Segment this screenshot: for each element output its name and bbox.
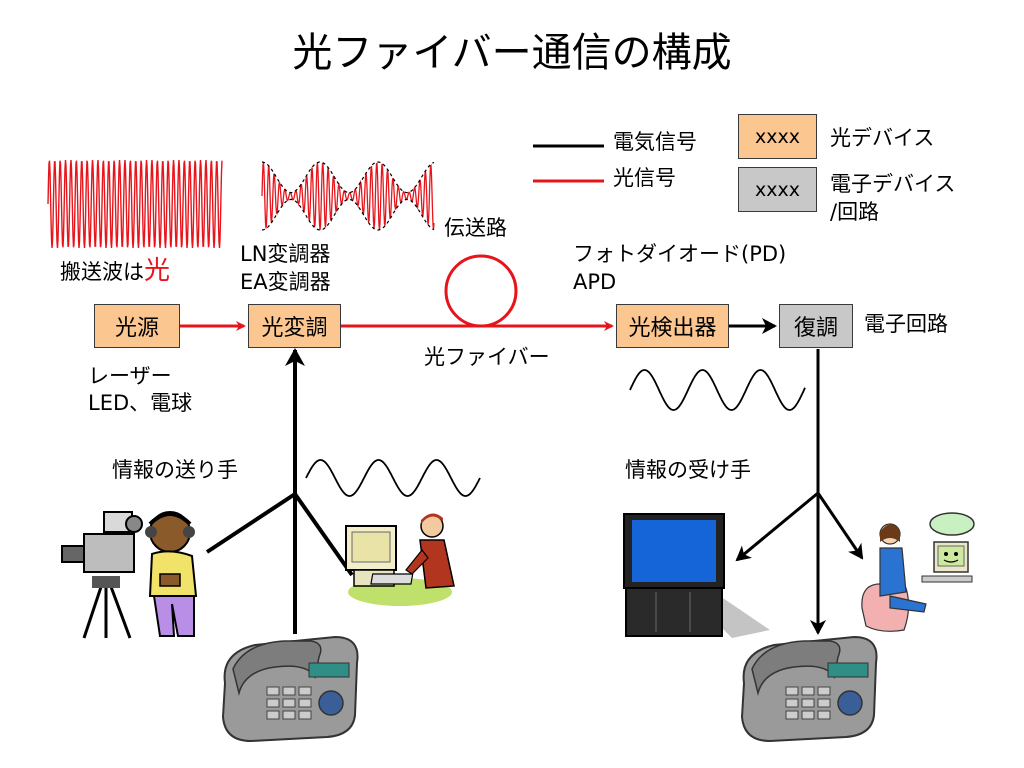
receiver-pc-branch	[816, 492, 864, 560]
telephone-receiver-icon	[740, 635, 878, 743]
legend-electronic-device-swatch: xxxx	[738, 167, 817, 212]
legend-optical-device-label: 光デバイス	[830, 126, 935, 150]
modulated-envelope-top	[261, 161, 435, 194]
legend-optical-label: 光信号	[613, 166, 676, 190]
receiver-tv-branch	[735, 491, 819, 562]
carrier-label-highlight: 光	[144, 256, 171, 286]
telephone-sender-icon	[221, 635, 359, 743]
legend-electronic-device-label-2: /回路	[830, 200, 880, 224]
sender-camera-branch	[205, 492, 297, 554]
transmission-path-label: 伝送路	[444, 216, 507, 240]
electronic-circuit-label: 電子回路	[864, 312, 948, 336]
carrier-label-prefix: 搬送波は	[60, 260, 144, 284]
receiver-signal-wave	[629, 369, 806, 411]
sender-pc-branch	[293, 492, 354, 577]
optical-fiber-label: 光ファイバー	[424, 345, 550, 369]
photodiode-label-2: APD	[573, 270, 617, 294]
computer-user-man-icon	[345, 513, 455, 606]
modulator-types-2: EA変調器	[240, 270, 331, 294]
demodulator-block: 復調	[779, 304, 853, 348]
sender-label: 情報の送り手	[112, 458, 238, 482]
video-camera-operator-icon	[61, 511, 198, 639]
sender-signal-wave	[305, 459, 481, 497]
modulator-block: 光変調	[248, 304, 341, 348]
carrier-wave	[47, 160, 223, 248]
receiver-label: 情報の受け手	[625, 458, 751, 482]
source-types-1: レーザー	[88, 364, 172, 388]
detector-block: 光検出器	[616, 304, 729, 348]
modulated-wave	[261, 162, 435, 230]
light-source-block: 光源	[94, 304, 180, 348]
source-types-2: LED、電球	[88, 391, 193, 415]
television-icon	[623, 513, 770, 638]
modulator-types-1: LN変調器	[240, 242, 331, 266]
legend-electric-label: 電気信号	[613, 130, 697, 154]
modulated-envelope-bottom	[261, 198, 435, 231]
photodiode-label-1: フォトダイオード(PD)	[573, 242, 787, 266]
page-title: 光ファイバー通信の構成	[292, 30, 732, 76]
legend-optical-device-swatch: xxxx	[738, 114, 817, 159]
carrier-label: 搬送波は光	[60, 256, 171, 287]
legend-electronic-device-label-1: 電子デバイス	[830, 172, 956, 196]
computer-user-woman-icon	[861, 512, 975, 632]
fiber-loop	[444, 254, 518, 328]
